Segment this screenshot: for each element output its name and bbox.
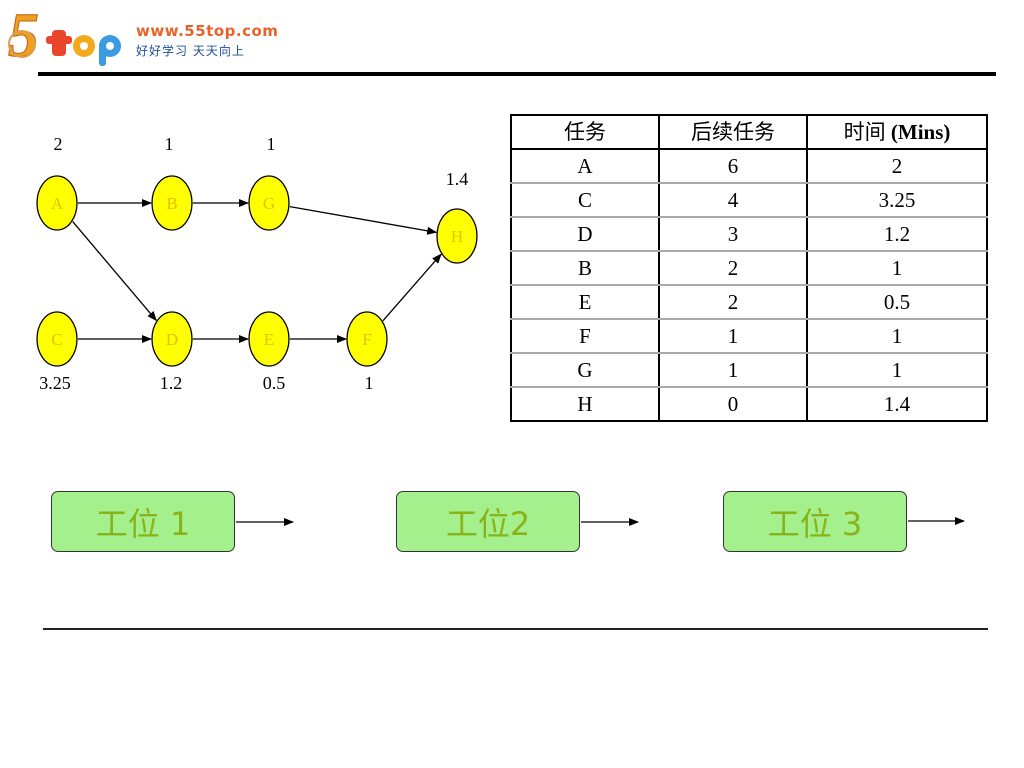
time-cell: 1 bbox=[806, 319, 988, 354]
workstation-1: 工位 1 bbox=[51, 491, 235, 552]
logo-url: www.55top.com bbox=[136, 22, 279, 40]
node-label: C bbox=[51, 330, 62, 349]
task-cell: G bbox=[510, 353, 660, 388]
node-shape bbox=[248, 311, 290, 367]
footer-divider bbox=[43, 628, 988, 630]
successor-count-cell: 1 bbox=[658, 353, 808, 388]
task-time-label: 1 bbox=[365, 373, 374, 393]
task-cell: B bbox=[510, 251, 660, 286]
time-cell: 3.25 bbox=[806, 183, 988, 218]
node-e: E bbox=[248, 311, 290, 367]
task-cell: D bbox=[510, 217, 660, 252]
time-cell: 0.5 bbox=[806, 285, 988, 320]
task-cell: C bbox=[510, 183, 660, 218]
task-time-label: 1.4 bbox=[446, 169, 469, 189]
workstation-3: 工位 3 bbox=[723, 491, 907, 552]
logo-mark-icon: 5 bbox=[8, 2, 121, 71]
task-cell: H bbox=[510, 387, 660, 422]
header-task: 任务 bbox=[510, 114, 660, 150]
times-layer: 2 1 1 1.4 3.25 1.2 0.5 1 bbox=[39, 134, 468, 393]
task-time-label: 0.5 bbox=[263, 373, 286, 393]
node-label: F bbox=[362, 330, 371, 349]
task-cell: F bbox=[510, 319, 660, 354]
successor-count-cell: 2 bbox=[658, 285, 808, 320]
node-label: E bbox=[264, 330, 274, 349]
table-header-row: 任务 后续任务 时间 (Mins) bbox=[510, 114, 988, 150]
edge-g-h bbox=[289, 206, 438, 235]
node-c: C bbox=[36, 311, 78, 367]
task-cell: E bbox=[510, 285, 660, 320]
node-shape bbox=[346, 311, 388, 367]
node-label: A bbox=[51, 194, 64, 213]
successor-count-cell: 2 bbox=[658, 251, 808, 286]
node-shape bbox=[36, 311, 78, 367]
task-time-label: 3.25 bbox=[39, 373, 71, 393]
node-label: G bbox=[263, 194, 275, 213]
node-label: B bbox=[166, 194, 177, 213]
time-cell: 1.4 bbox=[806, 387, 988, 422]
task-time-label: 1 bbox=[267, 134, 276, 154]
header-divider bbox=[38, 72, 996, 76]
node-b: B bbox=[151, 175, 193, 231]
node-a: A bbox=[36, 175, 78, 231]
edge-a-d bbox=[72, 221, 157, 322]
time-cell: 1 bbox=[806, 353, 988, 388]
task-time-label: 2 bbox=[54, 134, 63, 154]
successor-count-cell: 6 bbox=[658, 149, 808, 184]
logo-slogan: 好好学习 天天向上 bbox=[136, 44, 245, 58]
node-shape bbox=[436, 208, 478, 264]
edge-f-h bbox=[382, 253, 442, 322]
task-time-label: 1.2 bbox=[160, 373, 183, 393]
node-h: H bbox=[436, 208, 478, 264]
time-cell: 1 bbox=[806, 251, 988, 286]
node-d: D bbox=[151, 311, 193, 367]
node-shape bbox=[151, 175, 193, 231]
nodes-layer: A B G H C D E F bbox=[36, 175, 478, 367]
node-label: D bbox=[166, 330, 178, 349]
node-shape bbox=[151, 311, 193, 367]
task-cell: A bbox=[510, 149, 660, 184]
edges-layer bbox=[72, 199, 442, 343]
successor-count-cell: 3 bbox=[658, 217, 808, 252]
node-g: G bbox=[248, 175, 290, 231]
successor-count-cell: 1 bbox=[658, 319, 808, 354]
task-time-label: 1 bbox=[165, 134, 174, 154]
svg-text:5: 5 bbox=[8, 2, 39, 70]
successor-count-cell: 4 bbox=[658, 183, 808, 218]
node-shape bbox=[248, 175, 290, 231]
header-time: 时间 (Mins) bbox=[806, 114, 988, 150]
successor-count-cell: 0 bbox=[658, 387, 808, 422]
node-label: H bbox=[451, 227, 463, 246]
header-successors: 后续任务 bbox=[658, 114, 808, 150]
time-cell: 1.2 bbox=[806, 217, 988, 252]
site-logo[interactable]: 5 www.55top.com 好好学习 天天向上 bbox=[0, 0, 290, 71]
workstation-2: 工位2 bbox=[396, 491, 580, 552]
node-shape bbox=[36, 175, 78, 231]
node-f: F bbox=[346, 311, 388, 367]
time-cell: 2 bbox=[806, 149, 988, 184]
